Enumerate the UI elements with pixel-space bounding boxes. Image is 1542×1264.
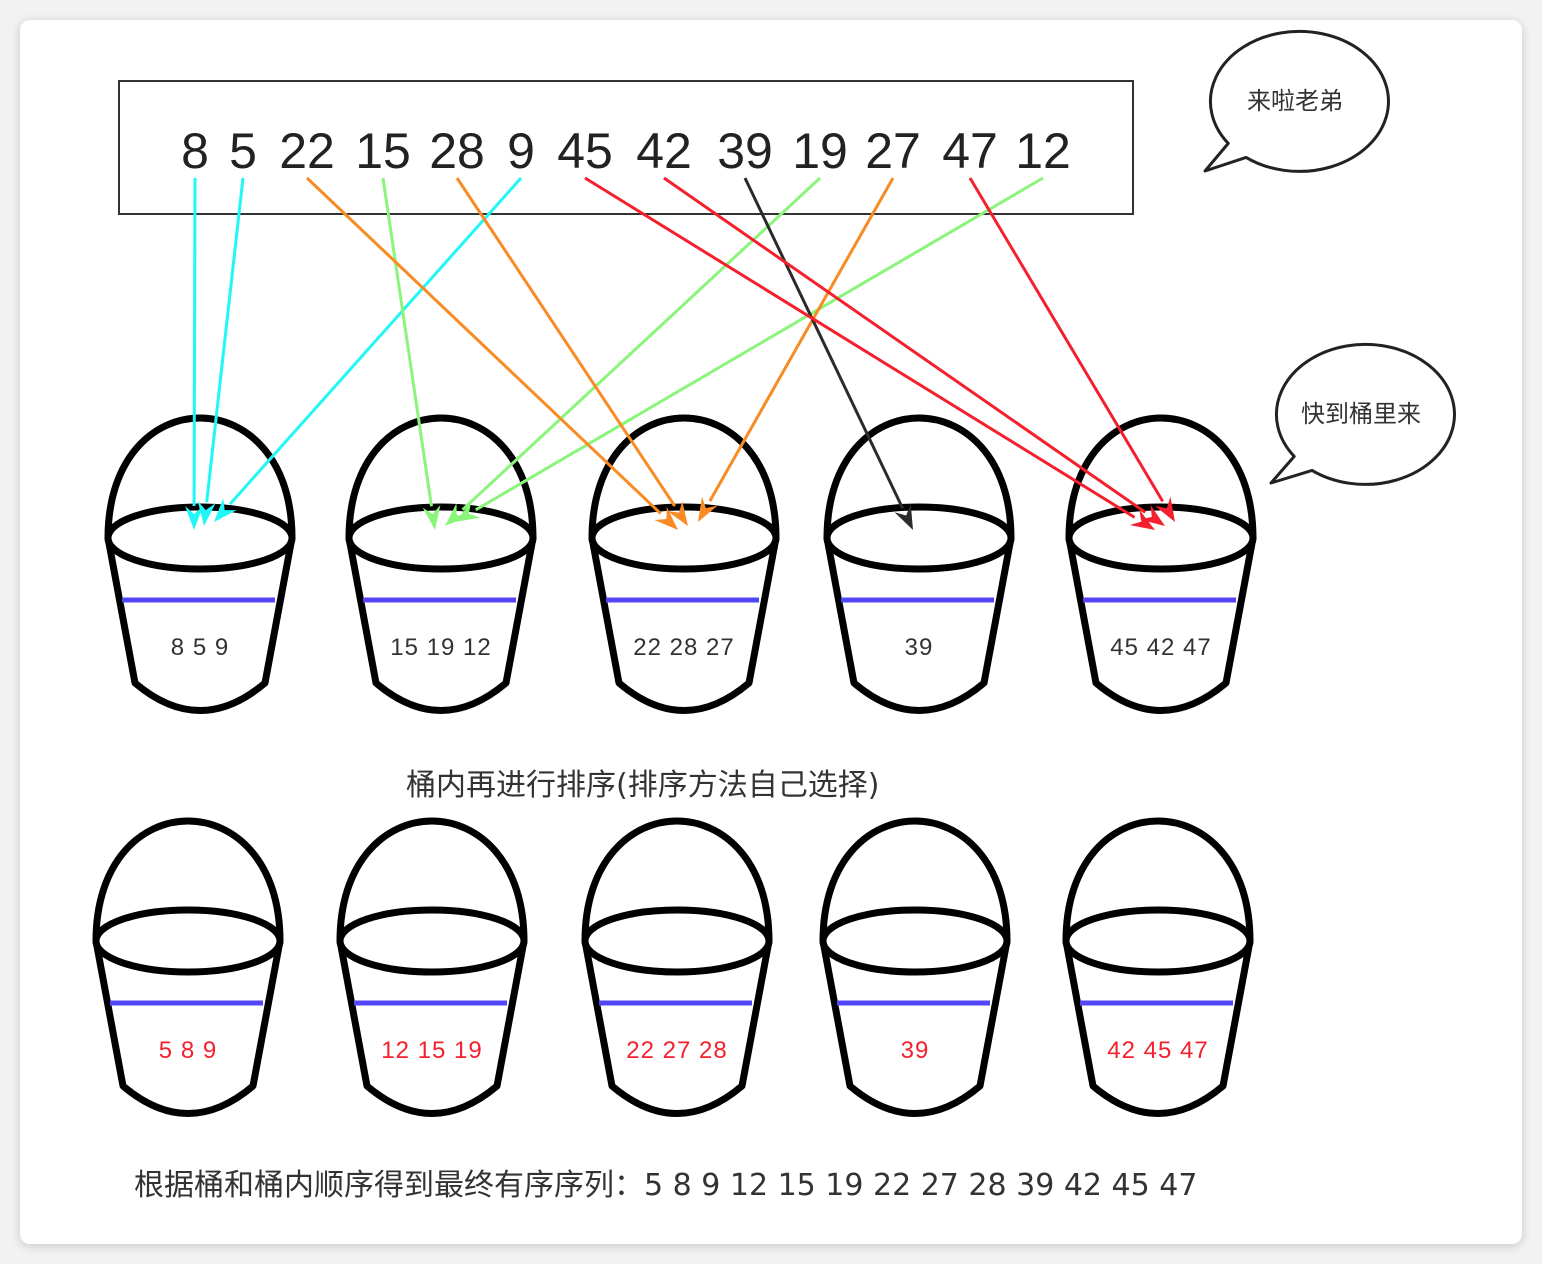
arrowhead-icon xyxy=(455,502,481,522)
bucket-body xyxy=(823,537,1015,714)
bucket-body xyxy=(581,940,773,1117)
bucket-sorted: 5 8 9 xyxy=(92,817,284,1117)
arrowhead-icon xyxy=(214,498,237,522)
bucket-label: 15 19 12 xyxy=(390,634,491,661)
speech-bubble-text: 快到桶里来 xyxy=(1301,400,1421,428)
bucket-body xyxy=(92,940,284,1117)
input-number: 5 xyxy=(229,123,257,179)
bucket-rim xyxy=(581,906,773,976)
bucket-handle xyxy=(819,817,1011,942)
arrowhead-icon xyxy=(698,496,718,522)
bucket-label: 5 8 9 xyxy=(159,1037,217,1064)
bucket-unsorted: 22 28 27 xyxy=(588,414,780,714)
bucket-sorted: 22 27 28 xyxy=(581,817,773,1117)
arrowhead-icon xyxy=(1140,504,1165,526)
bucket-rim xyxy=(1062,906,1254,976)
bucket-label: 39 xyxy=(905,634,934,661)
input-sequence-box xyxy=(118,80,1134,215)
arrow-line xyxy=(205,177,245,503)
input-number: 15 xyxy=(355,123,411,179)
input-number: 12 xyxy=(1015,123,1071,179)
bucket-label: 8 5 9 xyxy=(171,634,229,661)
bucket-label: 39 xyxy=(901,1037,930,1064)
input-number: 19 xyxy=(792,123,848,179)
arrowhead-icon xyxy=(894,504,913,530)
bucket-label: 22 27 28 xyxy=(626,1037,727,1064)
bucket-body xyxy=(1062,940,1254,1117)
bucket-rim xyxy=(336,906,528,976)
bucket-handle xyxy=(104,414,296,539)
bucket-rim xyxy=(345,503,537,573)
input-number: 8 xyxy=(181,123,209,179)
bucket-body xyxy=(819,940,1011,1117)
speech-bubble: 来啦老弟 xyxy=(1203,29,1390,173)
speech-bubble-shape xyxy=(1269,342,1456,486)
bucket-rim xyxy=(823,503,1015,573)
bucket-handle xyxy=(823,414,1015,539)
arrow-line xyxy=(663,176,1147,514)
speech-bubble: 快到桶里来 xyxy=(1269,342,1456,486)
bucket-body xyxy=(1065,537,1257,714)
arrow-line xyxy=(968,177,1165,503)
input-number: 28 xyxy=(429,123,485,179)
bucket-label: 42 45 47 xyxy=(1107,1037,1208,1064)
bucket-handle xyxy=(588,414,780,539)
arrow-line xyxy=(708,177,895,502)
arrow-line xyxy=(743,177,905,509)
speech-bubble-text: 来啦老弟 xyxy=(1247,87,1343,115)
input-number: 39 xyxy=(717,123,773,179)
bucket-label: 12 15 19 xyxy=(381,1037,482,1064)
input-number: 9 xyxy=(507,123,535,179)
arrow-line xyxy=(455,177,676,507)
arrow-line xyxy=(192,177,197,507)
bucket-body xyxy=(345,537,537,714)
input-number: 22 xyxy=(279,123,335,179)
input-number: 45 xyxy=(557,123,613,179)
arrow-line xyxy=(228,177,523,506)
input-number: 27 xyxy=(865,123,921,179)
arrow-line xyxy=(381,177,433,507)
bucket-unsorted: 8 5 9 xyxy=(104,414,296,714)
arrowhead-icon xyxy=(667,501,688,526)
arrowhead-icon xyxy=(197,501,216,526)
arrow-line xyxy=(474,176,1044,512)
bucket-handle xyxy=(92,817,284,942)
bucket-rim xyxy=(588,503,780,573)
arrow-line xyxy=(305,176,662,515)
bucket-sorted: 12 15 19 xyxy=(336,817,528,1117)
arrowhead-icon xyxy=(654,506,678,530)
bucket-body xyxy=(336,940,528,1117)
bucket-rim xyxy=(104,503,296,573)
arrow-line xyxy=(584,176,1136,519)
bucket-sorted: 39 xyxy=(819,817,1011,1117)
bucket-rim xyxy=(92,906,284,976)
bucket-handle xyxy=(1062,817,1254,942)
final-caption: 根据桶和桶内顺序得到最终有序序列：5 8 9 12 15 19 22 27 28… xyxy=(134,1168,1198,1203)
bucket-rim xyxy=(1065,503,1257,573)
bucket-body xyxy=(588,537,780,714)
arrowhead-icon xyxy=(445,503,469,526)
arrow-line xyxy=(461,176,822,511)
bucket-label: 22 28 27 xyxy=(633,634,734,661)
bucket-label: 45 42 47 xyxy=(1110,634,1211,661)
arrowhead-icon xyxy=(422,504,441,530)
bucket-sorted: 42 45 47 xyxy=(1062,817,1254,1117)
bucket-handle xyxy=(336,817,528,942)
speech-bubble-shape xyxy=(1203,29,1390,173)
bucket-body xyxy=(104,537,296,714)
sort-caption: 桶内再进行排序(排序方法自己选择) xyxy=(406,768,880,803)
input-number: 42 xyxy=(636,123,692,179)
arrowhead-icon xyxy=(1154,496,1175,522)
bucket-unsorted: 45 42 47 xyxy=(1065,414,1257,714)
input-number: 47 xyxy=(942,123,998,179)
bucket-unsorted: 39 xyxy=(823,414,1015,714)
arrowhead-icon xyxy=(185,505,204,530)
bucket-rim xyxy=(819,906,1011,976)
bucket-handle xyxy=(581,817,773,942)
bucket-unsorted: 15 19 12 xyxy=(345,414,537,714)
